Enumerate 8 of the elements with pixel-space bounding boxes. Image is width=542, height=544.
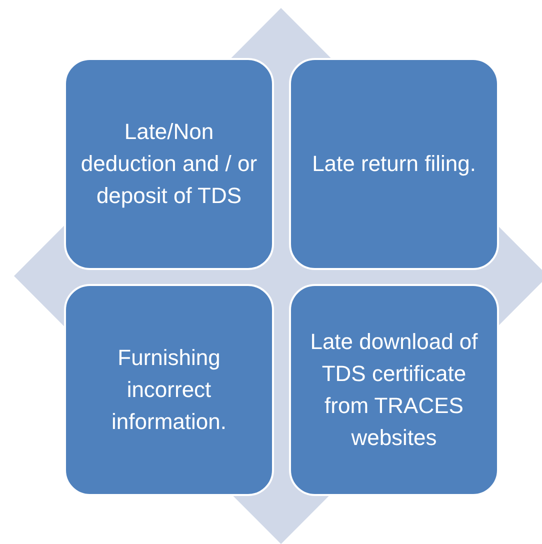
box-text: Furnishing incorrect information.	[110, 344, 228, 436]
rounded-box	[64, 284, 274, 496]
box-text: Late/Non deduction and / or deposit of TDS	[80, 118, 258, 210]
rounded-box	[289, 284, 499, 496]
rounded-box	[289, 58, 499, 270]
rounded-box	[64, 58, 274, 270]
box-text: Late return filing.	[312, 150, 476, 178]
box-text: Late download of TDS certificate from TRACES websites	[309, 328, 479, 452]
